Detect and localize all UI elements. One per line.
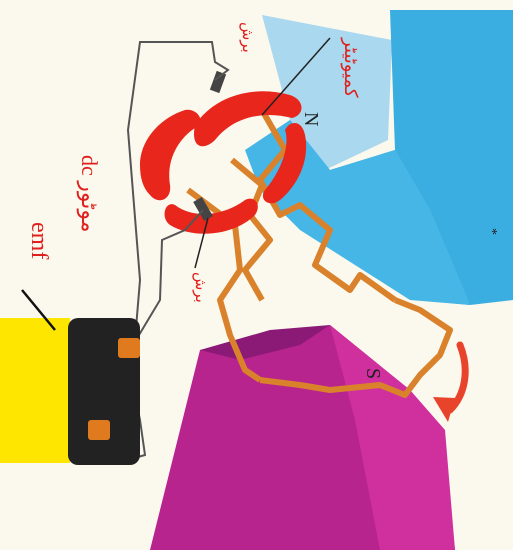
south-pole-label: S: [362, 368, 384, 379]
commutator-label: کمیوٹیٹر: [340, 37, 361, 98]
stray-mark: *: [484, 228, 499, 235]
emf-label: emf: [26, 222, 52, 259]
battery-cap: [0, 318, 70, 463]
motor-label: dc موٹور: [76, 155, 102, 233]
south-magnet: [150, 325, 455, 550]
battery: [0, 318, 140, 465]
battery-terminal-top: [118, 338, 140, 358]
bottom-brush-label: برش: [192, 272, 208, 303]
top-brush-label: برش: [239, 22, 255, 53]
north-pole-label: N: [300, 112, 322, 126]
battery-terminal-bottom: [88, 420, 110, 440]
